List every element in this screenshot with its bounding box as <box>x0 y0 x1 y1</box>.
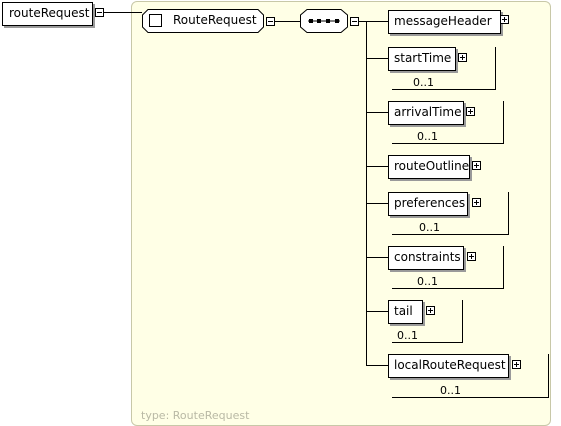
type-footer-label: type: RouteRequest <box>141 409 250 422</box>
complex-type-checkbox-icon <box>149 14 162 27</box>
element-label: localRouteRequest <box>394 358 506 372</box>
occurrence-frame <box>392 47 496 90</box>
element-label: messageHeader <box>394 14 492 28</box>
branch-line-arrival-time <box>366 112 388 113</box>
occurrence-frame <box>392 101 504 144</box>
branch-line-local-route-request <box>366 365 388 366</box>
element-arrival-time[interactable]: arrivalTime <box>388 101 464 125</box>
root-element-box[interactable]: routeRequest <box>2 2 93 26</box>
element-constraints[interactable]: constraints <box>388 246 464 270</box>
occurrence-label: 0..1 <box>419 221 440 234</box>
occurrence-label: 0..1 <box>417 130 438 143</box>
occurrence-label: 0..1 <box>440 384 461 397</box>
element-local-route-request[interactable]: localRouteRequest <box>388 354 509 378</box>
sequence-trunk-line <box>366 21 367 365</box>
element-label: startTime <box>394 51 452 65</box>
element-preferences[interactable]: preferences <box>388 192 468 216</box>
occurrence-frame <box>392 354 549 398</box>
element-start-time[interactable]: startTime <box>388 47 456 71</box>
complex-type-collapse-toggle-icon[interactable] <box>266 17 275 26</box>
branch-line-route-outline <box>366 166 388 167</box>
expand-icon[interactable] <box>467 252 476 261</box>
sequence-to-first-child-line <box>359 21 388 22</box>
branch-line-tail <box>366 311 388 312</box>
expand-icon[interactable] <box>500 15 509 24</box>
root-element-label: routeRequest <box>9 6 90 20</box>
occurrence-frame <box>392 300 463 343</box>
complex-type-label: RouteRequest <box>173 13 257 27</box>
occurrence-label: 0..1 <box>413 76 434 89</box>
expand-icon[interactable] <box>458 53 467 62</box>
element-label: tail <box>394 304 413 318</box>
expand-icon[interactable] <box>472 198 481 207</box>
branch-line-start-time <box>366 58 388 59</box>
occurrence-label: 0..1 <box>417 275 438 288</box>
branch-line-constraints <box>366 257 388 258</box>
element-label: arrivalTime <box>394 105 462 119</box>
expand-icon[interactable] <box>426 306 435 315</box>
root-connector-line <box>104 12 142 13</box>
occurrence-frame <box>392 246 504 289</box>
element-route-outline[interactable]: routeOutline <box>388 155 470 179</box>
type-to-sequence-line <box>275 21 300 22</box>
expand-icon[interactable] <box>466 107 475 116</box>
element-label: constraints <box>394 250 461 264</box>
element-label: routeOutline <box>394 159 470 173</box>
occurrence-label: 0..1 <box>397 329 418 342</box>
element-tail[interactable]: tail <box>388 300 423 324</box>
root-collapse-toggle-icon[interactable] <box>95 8 104 17</box>
occurrence-frame <box>392 192 509 235</box>
complex-type-shape[interactable] <box>142 9 264 33</box>
element-message-header[interactable]: messageHeader <box>388 10 501 34</box>
expand-icon[interactable] <box>512 360 521 369</box>
expand-icon[interactable] <box>472 161 481 170</box>
sequence-compositor-shape[interactable] <box>300 9 348 33</box>
branch-line-preferences <box>366 203 388 204</box>
element-label: preferences <box>394 196 466 210</box>
sequence-collapse-toggle-icon[interactable] <box>350 17 359 26</box>
